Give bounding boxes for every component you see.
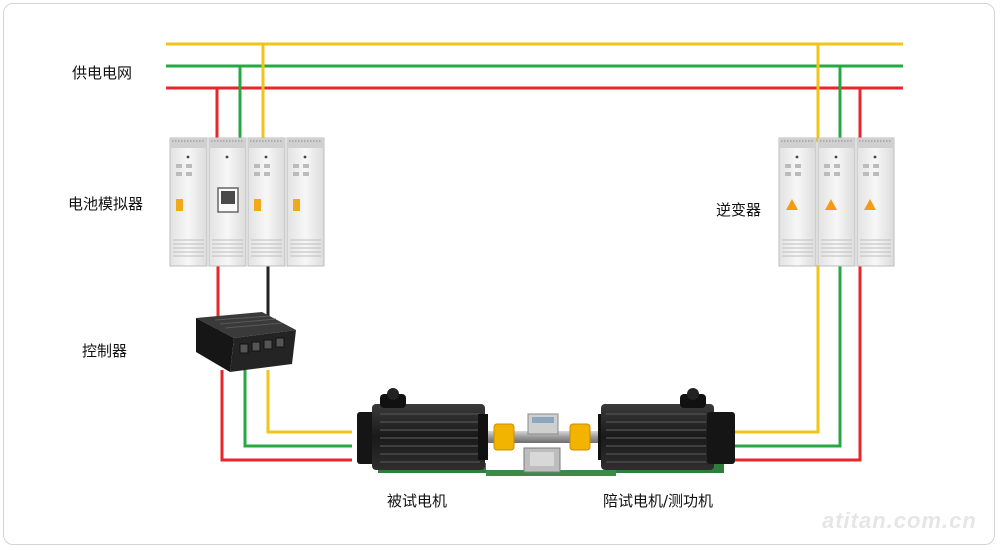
label-load-motor: 陪试电机/测功机 [603,492,714,510]
label-controller: 控制器 [82,342,128,360]
coupling-left [493,423,515,451]
inv-green-wire [735,265,842,448]
warning-icon [825,199,837,210]
test-bench [357,388,735,476]
warning-icon [864,199,876,210]
test-motor [357,388,488,470]
image-frame [3,3,995,545]
label-grid: 供电电网 [72,64,133,82]
controller-box [196,312,296,372]
warning-icon [786,199,798,210]
inverter-cabinet-2 [817,137,856,267]
load-motor [598,388,735,470]
watermark: atitan.com.cn [822,508,977,533]
label-inverter: 逆变器 [716,201,762,219]
inverter-cabinet-3 [856,137,895,267]
coupling-right [569,423,591,451]
inverter-cabinet-1 [778,137,817,267]
battery-cabinet-1 [169,137,208,267]
battery-cabinet-4 [286,137,325,267]
inverter-cabinets [778,137,895,267]
inv-yellow-wire [735,265,820,434]
battery-cabinet-2 [208,137,247,267]
label-battery-simulator: 电池模拟器 [68,195,144,213]
ctrl-red-wire [220,370,352,462]
ctrl-green-wire [243,370,352,448]
label-test-motor: 被试电机 [387,492,448,510]
ctrl-yellow-wire [266,370,352,434]
coupling-assembly [488,413,616,473]
battery-simulator-cabinets [169,137,325,267]
inv-red-wire [735,265,862,462]
battery-cabinet-3 [247,137,286,267]
